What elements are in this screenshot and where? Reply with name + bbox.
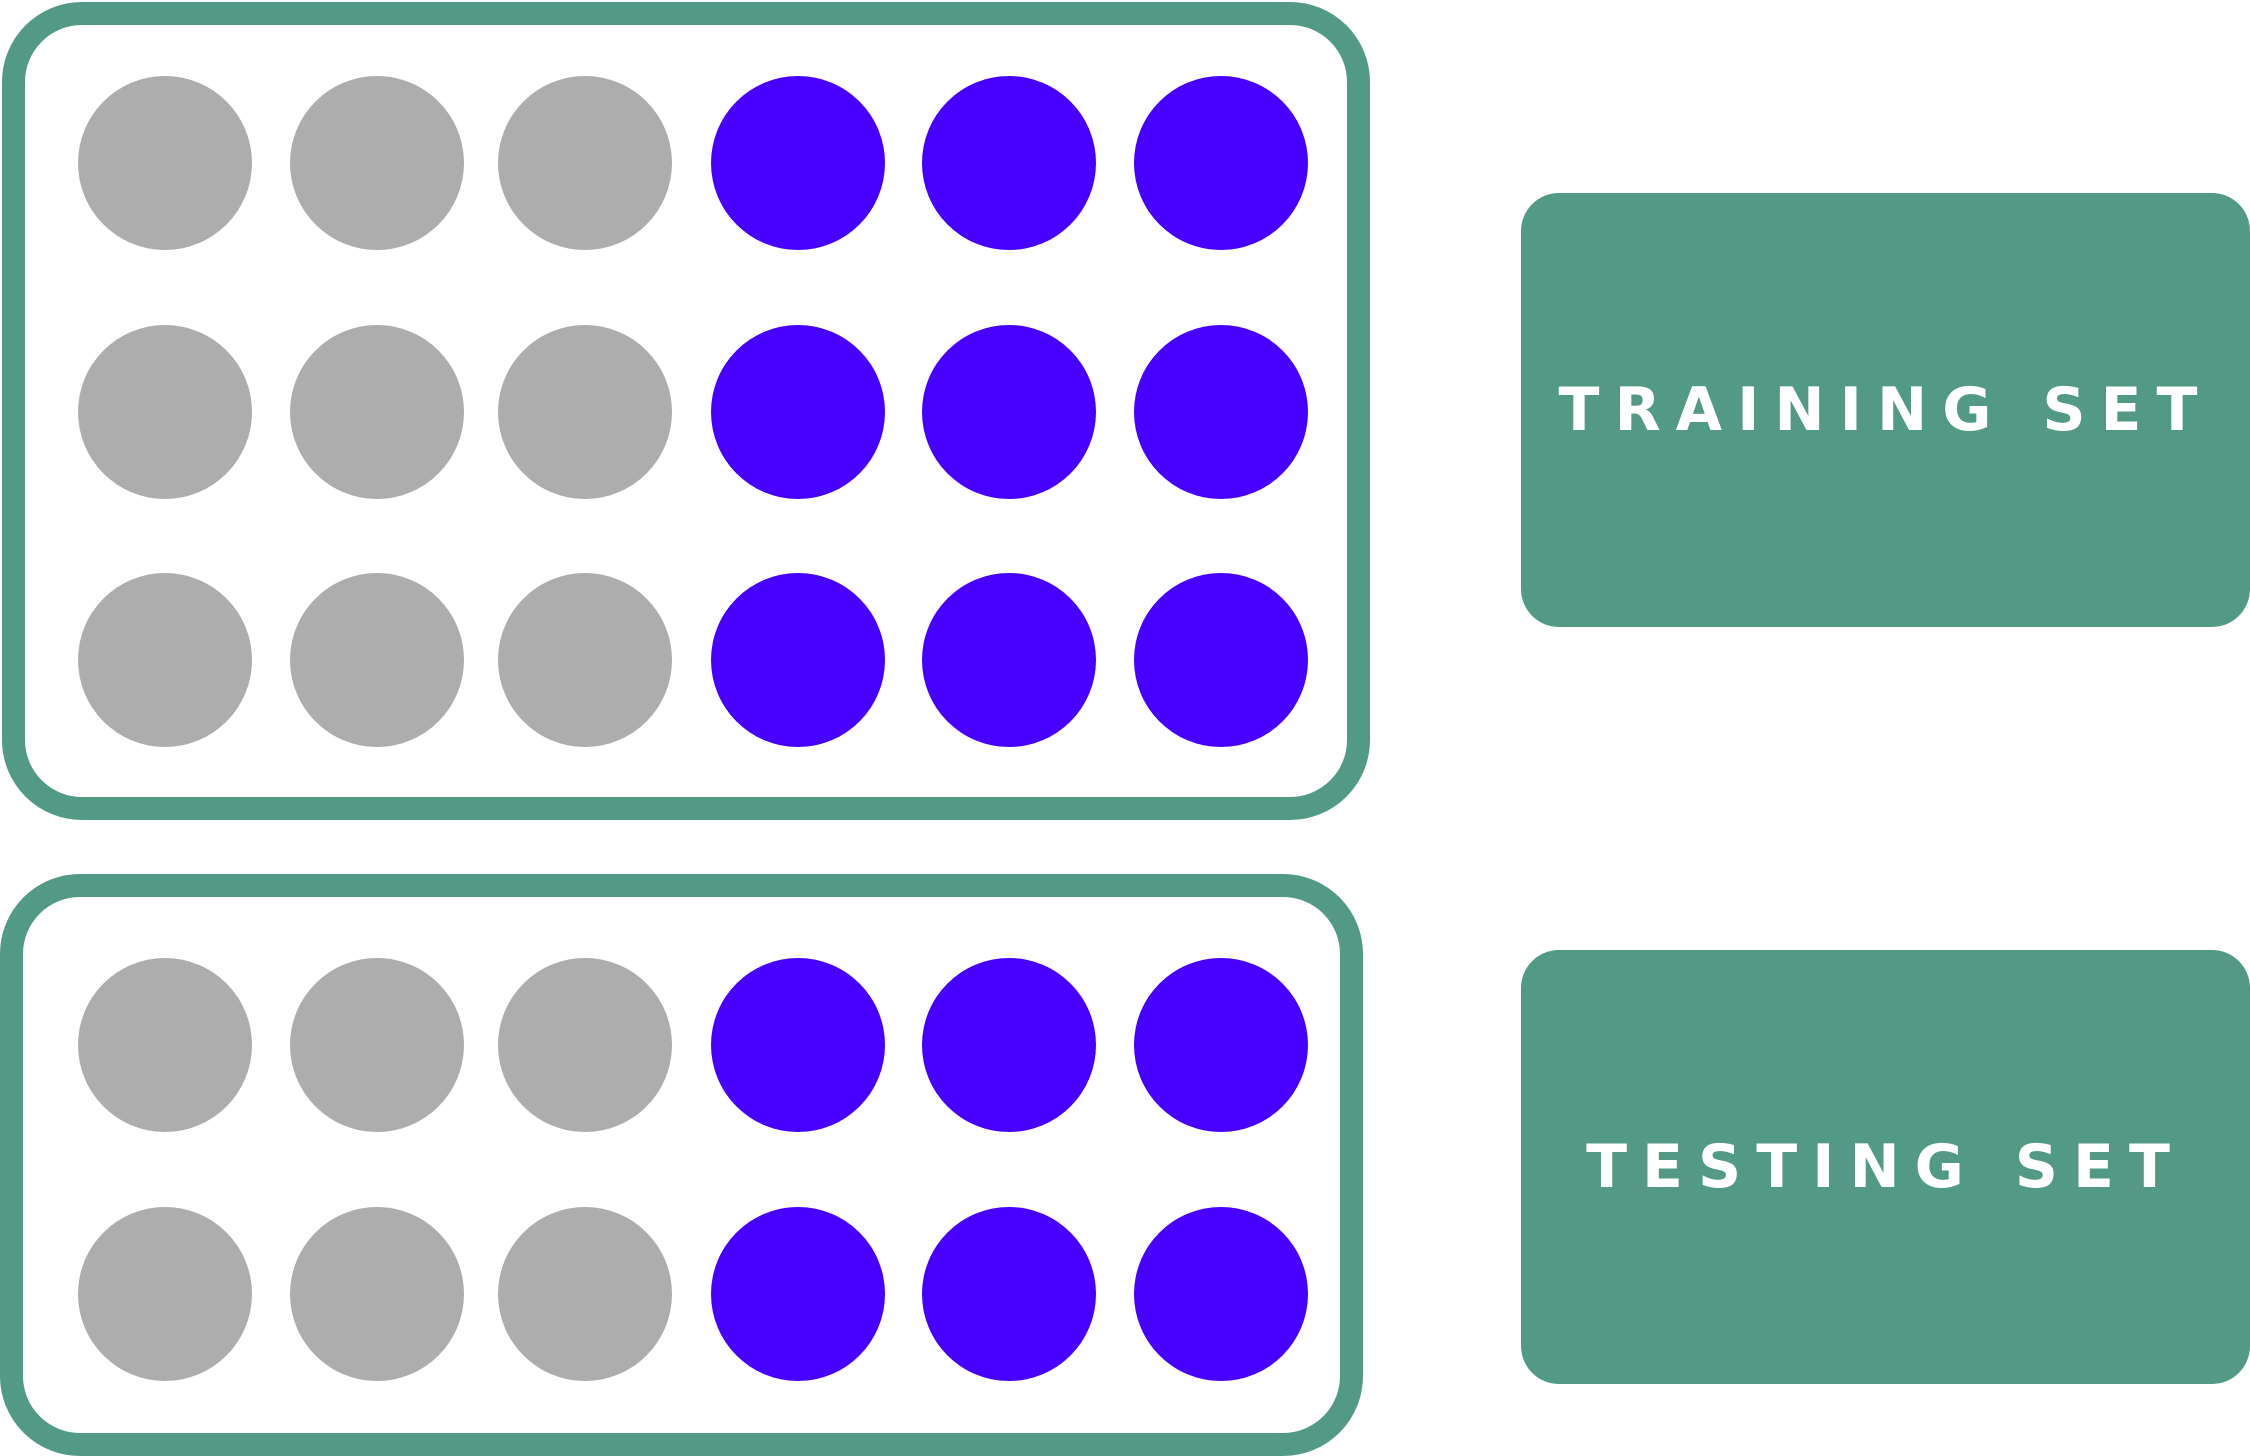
training-dot-gray (78, 325, 252, 499)
training-dot-gray (498, 573, 672, 747)
testing-set-label: TESTING SET (1586, 1132, 2185, 1202)
testing-dot-blue (711, 958, 885, 1132)
testing-dot-gray (498, 1207, 672, 1381)
testing-dot-blue (922, 1207, 1096, 1381)
testing-set-panel: TESTING SET (1521, 950, 2250, 1384)
testing-dot-gray (290, 1207, 464, 1381)
training-dot-blue (1134, 573, 1308, 747)
training-dot-blue (922, 76, 1096, 250)
testing-dot-blue (1134, 1207, 1308, 1381)
testing-set-container (0, 874, 1363, 1456)
testing-dot-gray (290, 958, 464, 1132)
training-dot-gray (498, 76, 672, 250)
testing-dot-blue (711, 1207, 885, 1381)
training-set-panel: TRAINING SET (1521, 193, 2250, 627)
training-dot-blue (711, 76, 885, 250)
training-set-label: TRAINING SET (1558, 375, 2213, 445)
training-dot-blue (711, 573, 885, 747)
training-dot-blue (922, 325, 1096, 499)
testing-dot-gray (498, 958, 672, 1132)
training-dot-blue (922, 573, 1096, 747)
training-dot-gray (290, 325, 464, 499)
training-dot-gray (78, 76, 252, 250)
training-dot-gray (290, 76, 464, 250)
testing-dot-gray (78, 1207, 252, 1381)
training-dot-blue (711, 325, 885, 499)
training-dot-blue (1134, 325, 1308, 499)
training-dot-gray (290, 573, 464, 747)
training-dot-gray (78, 573, 252, 747)
testing-dot-gray (78, 958, 252, 1132)
testing-dot-blue (1134, 958, 1308, 1132)
testing-dot-blue (922, 958, 1096, 1132)
training-dot-blue (1134, 76, 1308, 250)
training-dot-gray (498, 325, 672, 499)
